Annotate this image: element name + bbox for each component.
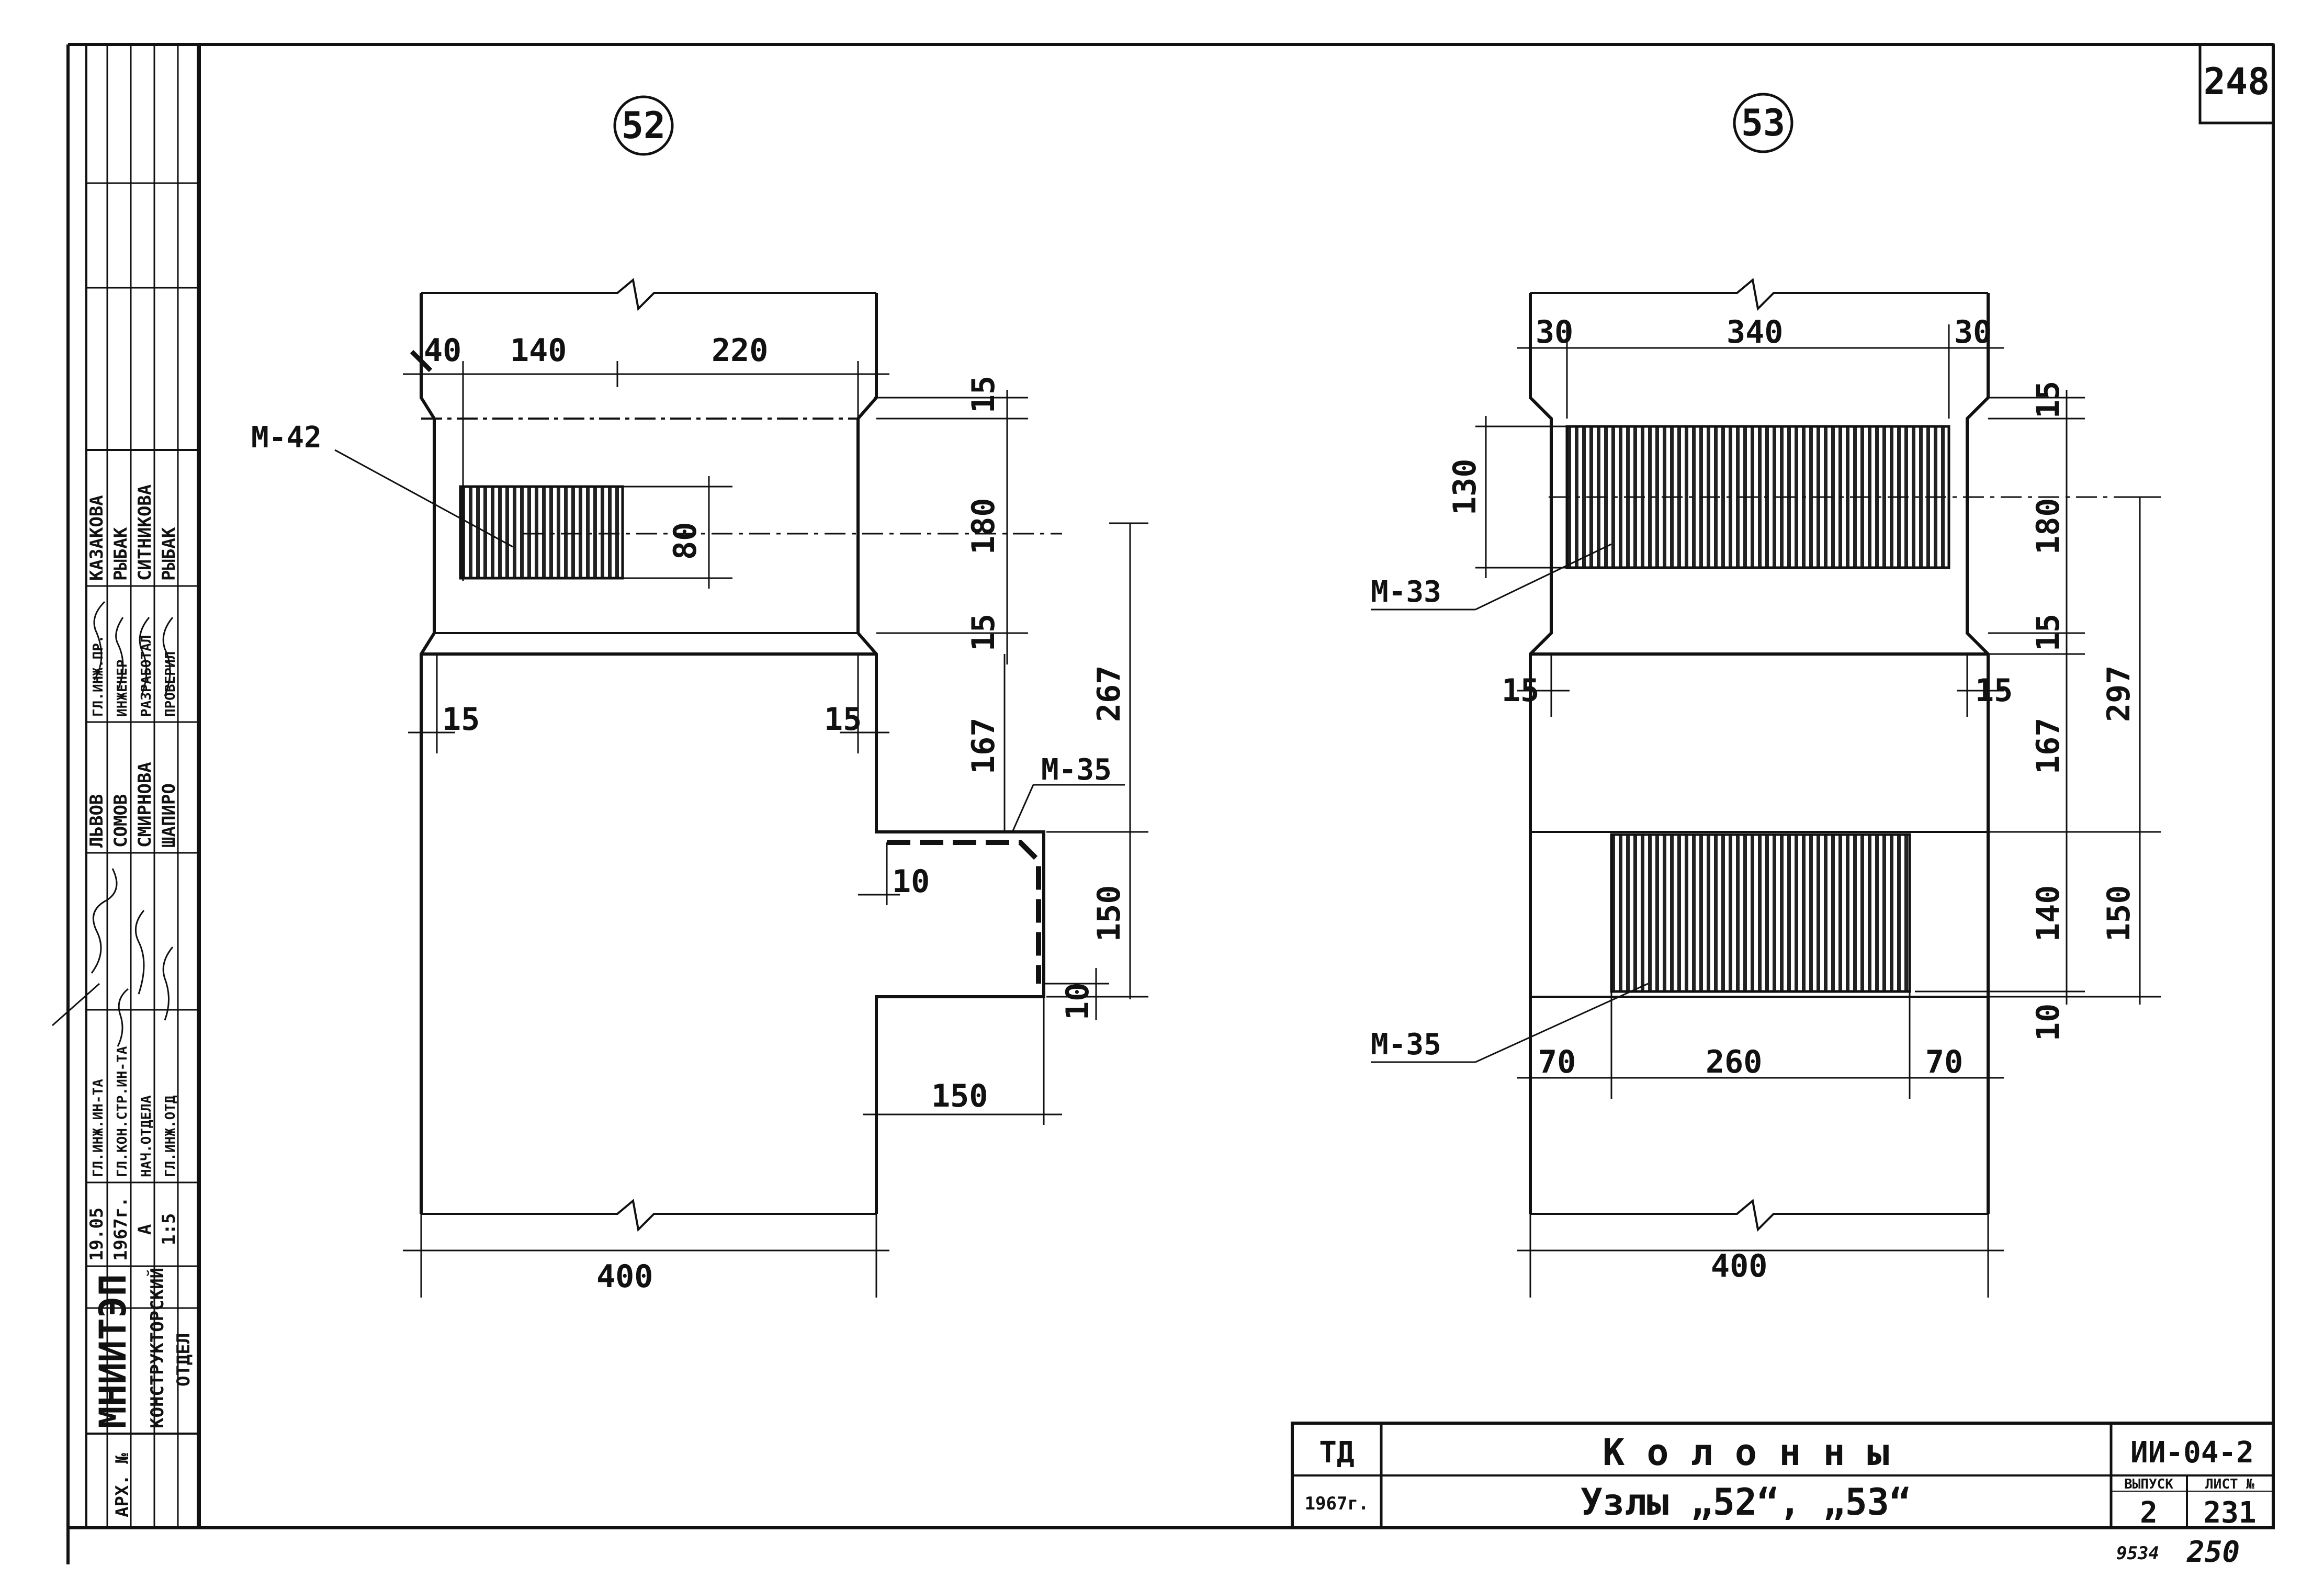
label-m33: М-33: [1371, 575, 1441, 609]
date-2: 1967г.: [110, 1197, 131, 1261]
dim-53-bottom-2: 260: [1706, 1044, 1762, 1080]
page-number: 248: [2204, 60, 2270, 103]
left-stamp-panel: [86, 44, 199, 1528]
dim-53-side-right: 15: [1975, 672, 2013, 709]
node-53-dimensions: [1371, 324, 2161, 1298]
node-53-circle: [1733, 93, 1793, 153]
dim-53-top-3: 30: [1954, 314, 1992, 351]
date-1: 19.05: [86, 1208, 107, 1261]
dim-52-10: 10: [892, 863, 930, 900]
dim-53-bottom-3: 70: [1925, 1044, 1963, 1080]
org-name: МНИИТЭП: [92, 1274, 134, 1428]
letter: А: [134, 1224, 155, 1235]
tb-series: ИИ-04-2: [2130, 1436, 2254, 1470]
plate-m35-dashed: [887, 840, 1041, 984]
dim-53-r1: 15: [2030, 381, 2067, 419]
scale: 1:5: [159, 1213, 179, 1245]
tb-title: К о л о н н ы: [1603, 1431, 1889, 1474]
name1-2: СОМОВ: [110, 794, 131, 848]
name2-3: СИТНИКОВА: [134, 484, 155, 581]
dim-52-267: 267: [1091, 666, 1127, 722]
dim-52-top-3: 220: [712, 332, 768, 369]
role2-1: ГЛ.ИНЖ.ПР.: [91, 635, 106, 717]
node-53-outline: [1529, 278, 1990, 1232]
dim-52-r2: 180: [965, 498, 1002, 555]
left-stamp-text: МНИИТЭП КОНСТРУКТОРСКИЙ ОТДЕЛ АРХ. № 19.…: [86, 484, 194, 1517]
signatures: [52, 601, 174, 1047]
dim-52-side-right: 15: [824, 701, 862, 738]
dim-53-r2: 180: [2030, 498, 2067, 555]
bottom-number-right: 250: [2186, 1535, 2240, 1569]
name1-1: ЛЬВОВ: [86, 794, 107, 848]
node-52-dimensions: [334, 350, 1148, 1298]
dim-52-top-1: 40: [424, 332, 461, 369]
label-52-m35: М-35: [1041, 753, 1112, 787]
dim-52-150-bottom: 150: [931, 1078, 988, 1114]
role2-4: ПРОВЕРИЛ: [163, 651, 178, 717]
tb-year: 1967г.: [1305, 1493, 1369, 1514]
dim-53-297: 297: [2101, 666, 2137, 722]
label-m42: М-42: [251, 421, 322, 455]
dim-52-80: 80: [667, 522, 704, 560]
arch-no: АРХ. №: [112, 1453, 133, 1517]
name1-4: ШАПИРО: [159, 783, 179, 848]
title-block-text: ТД 1967г. К о л о н н ы Узлы „52“, „53“ …: [1305, 1431, 2257, 1530]
dim-52-r5: 150: [1091, 885, 1127, 942]
dim-53-r6: 10: [2030, 1004, 2067, 1041]
tb-sheet-no: 231: [2203, 1496, 2256, 1530]
tb-issue: 2: [2140, 1496, 2158, 1530]
label-53-m35: М-35: [1371, 1028, 1441, 1062]
sheet-frame: [66, 43, 2275, 1564]
dim-52-side-left: 15: [442, 701, 480, 738]
node-52-circle: [613, 95, 674, 156]
page-number-box: 248: [2198, 43, 2275, 125]
node-53: 53: [1371, 93, 2161, 1298]
role-1: ГЛ.ИНЖ.ИН-ТА: [91, 1079, 106, 1177]
dim-53-bottom-1: 70: [1538, 1044, 1576, 1080]
dim-53-r4: 167: [2030, 718, 2067, 774]
dim-52-400: 400: [596, 1258, 653, 1295]
title-block: [1291, 1422, 2275, 1529]
dept-line2: ОТДЕЛ: [173, 1333, 194, 1387]
dim-53-150: 150: [2101, 885, 2137, 942]
plate-53-m35: [1610, 833, 1911, 993]
dim-53-side-left: 15: [1502, 672, 1539, 709]
dim-53-r3: 15: [2030, 614, 2067, 651]
tb-code: ТД: [1319, 1436, 1354, 1470]
dim-53-130: 130: [1447, 459, 1483, 515]
name2-2: РЫБАК: [110, 527, 131, 581]
bottom-number-left: 9534: [2116, 1543, 2159, 1564]
role-4: ГЛ.ИНЖ.ОТД: [163, 1095, 178, 1177]
node-52: 52: [251, 95, 1148, 1298]
role-3: НАЧ.ОТДЕЛА: [139, 1095, 154, 1177]
dim-53-400: 400: [1711, 1248, 1767, 1284]
tb-sheet-label: ЛИСТ №: [2205, 1477, 2254, 1492]
name1-3: СМИРНОВА: [134, 762, 155, 848]
name2-1: КАЗАКОВА: [86, 495, 107, 581]
dim-53-top-2: 340: [1727, 314, 1783, 351]
dept-line1: КОНСТРУКТОРСКИЙ: [146, 1268, 168, 1428]
tb-issue-label: ВЫПУСК: [2124, 1477, 2173, 1492]
dim-53-top-1: 30: [1536, 314, 1573, 351]
dim-52-r1: 15: [965, 376, 1002, 413]
tb-subtitle: Узлы „52“, „53“: [1581, 1481, 1911, 1524]
node-52-number: 52: [622, 104, 665, 147]
dim-53-r5: 140: [2030, 885, 2067, 942]
node-53-number: 53: [1741, 102, 1785, 144]
dim-52-r4: 167: [965, 718, 1002, 774]
dim-52-r3: 15: [965, 614, 1002, 651]
dim-52-top-2: 140: [510, 332, 567, 369]
name2-4: РЫБАК: [159, 527, 179, 581]
dim-52-r6: 10: [1059, 983, 1096, 1020]
role-2: ГЛ.КОН.СТР.ИН-ТА: [115, 1046, 130, 1177]
